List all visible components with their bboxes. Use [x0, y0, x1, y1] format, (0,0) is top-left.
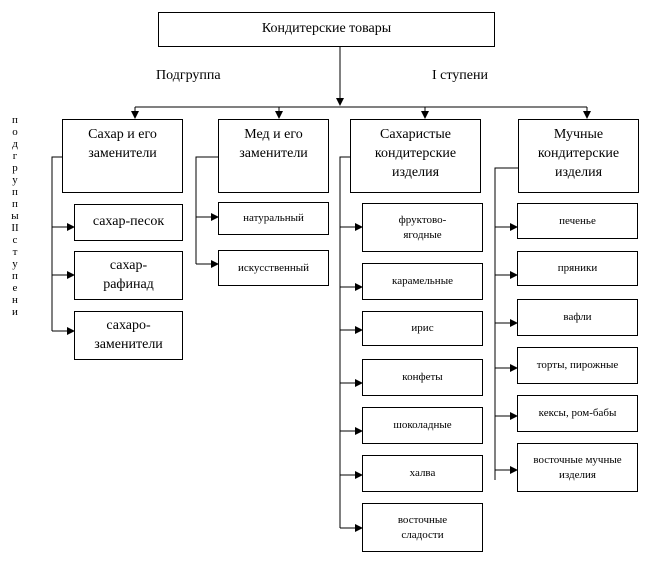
category-label: Сахаристые кондитерские изделия [374, 127, 457, 180]
category-sugar: Сахар и его заменители [62, 119, 183, 193]
item-label: карамельные [392, 275, 453, 288]
item-label: кексы, ром-бабы [538, 407, 617, 420]
item-label: торты, пирожные [536, 359, 619, 372]
level2-vertical-label: подгруппы II ступени [11, 114, 22, 318]
item-node: сахаро-заменители [74, 311, 183, 360]
item-label: сахар-рафинад [103, 258, 154, 292]
item-node: торты, пирожные [517, 347, 638, 384]
item-node: печенье [517, 203, 638, 239]
category-flour-confectionery: Мучные кондитерские изделия [518, 119, 639, 193]
item-label: вафли [563, 311, 592, 324]
item-label: фруктово-ягодные [398, 214, 447, 241]
item-node: кексы, ром-бабы [517, 395, 638, 432]
item-node: натуральный [218, 202, 329, 235]
item-node: халва [362, 455, 483, 492]
item-label: печенье [559, 214, 596, 227]
item-node: фруктово-ягодные [362, 203, 483, 252]
level1-label-left: Подгруппа [156, 68, 221, 83]
item-label: сахаро-заменители [94, 318, 163, 352]
item-label: пряники [557, 262, 598, 275]
item-label: восточные мучные изделия [533, 454, 622, 481]
item-label: конфеты [402, 371, 443, 384]
category-honey: Мед и его заменители [218, 119, 329, 193]
item-label: восточные сладости [397, 514, 448, 541]
item-node: сахар-песок [74, 204, 183, 241]
item-node: пряники [517, 251, 638, 286]
item-label: сахар-песок [92, 214, 165, 230]
item-node: карамельные [362, 263, 483, 300]
level1-label-right: I ступени [432, 68, 488, 83]
category-sugar-confectionery: Сахаристые кондитерские изделия [350, 119, 481, 193]
item-node: конфеты [362, 359, 483, 396]
item-node: вафли [517, 299, 638, 336]
item-node: искусственный [218, 250, 329, 286]
root-label: Кондитерские товары [261, 21, 392, 37]
item-label: халва [409, 467, 436, 480]
item-label: ирис [411, 322, 434, 335]
item-node: восточные сладости [362, 503, 483, 552]
item-node: ирис [362, 311, 483, 346]
item-label: искусственный [237, 261, 310, 274]
category-label: Сахар и его заменители [88, 127, 157, 161]
item-node: сахар-рафинад [74, 251, 183, 300]
item-node: шоколадные [362, 407, 483, 444]
root-node: Кондитерские товары [158, 12, 495, 47]
item-label: натуральный [243, 212, 304, 225]
item-label: шоколадные [393, 419, 452, 432]
category-label: Мед и его заменители [239, 127, 308, 161]
item-node: восточные мучные изделия [517, 443, 638, 492]
category-label: Мучные кондитерские изделия [537, 127, 620, 180]
